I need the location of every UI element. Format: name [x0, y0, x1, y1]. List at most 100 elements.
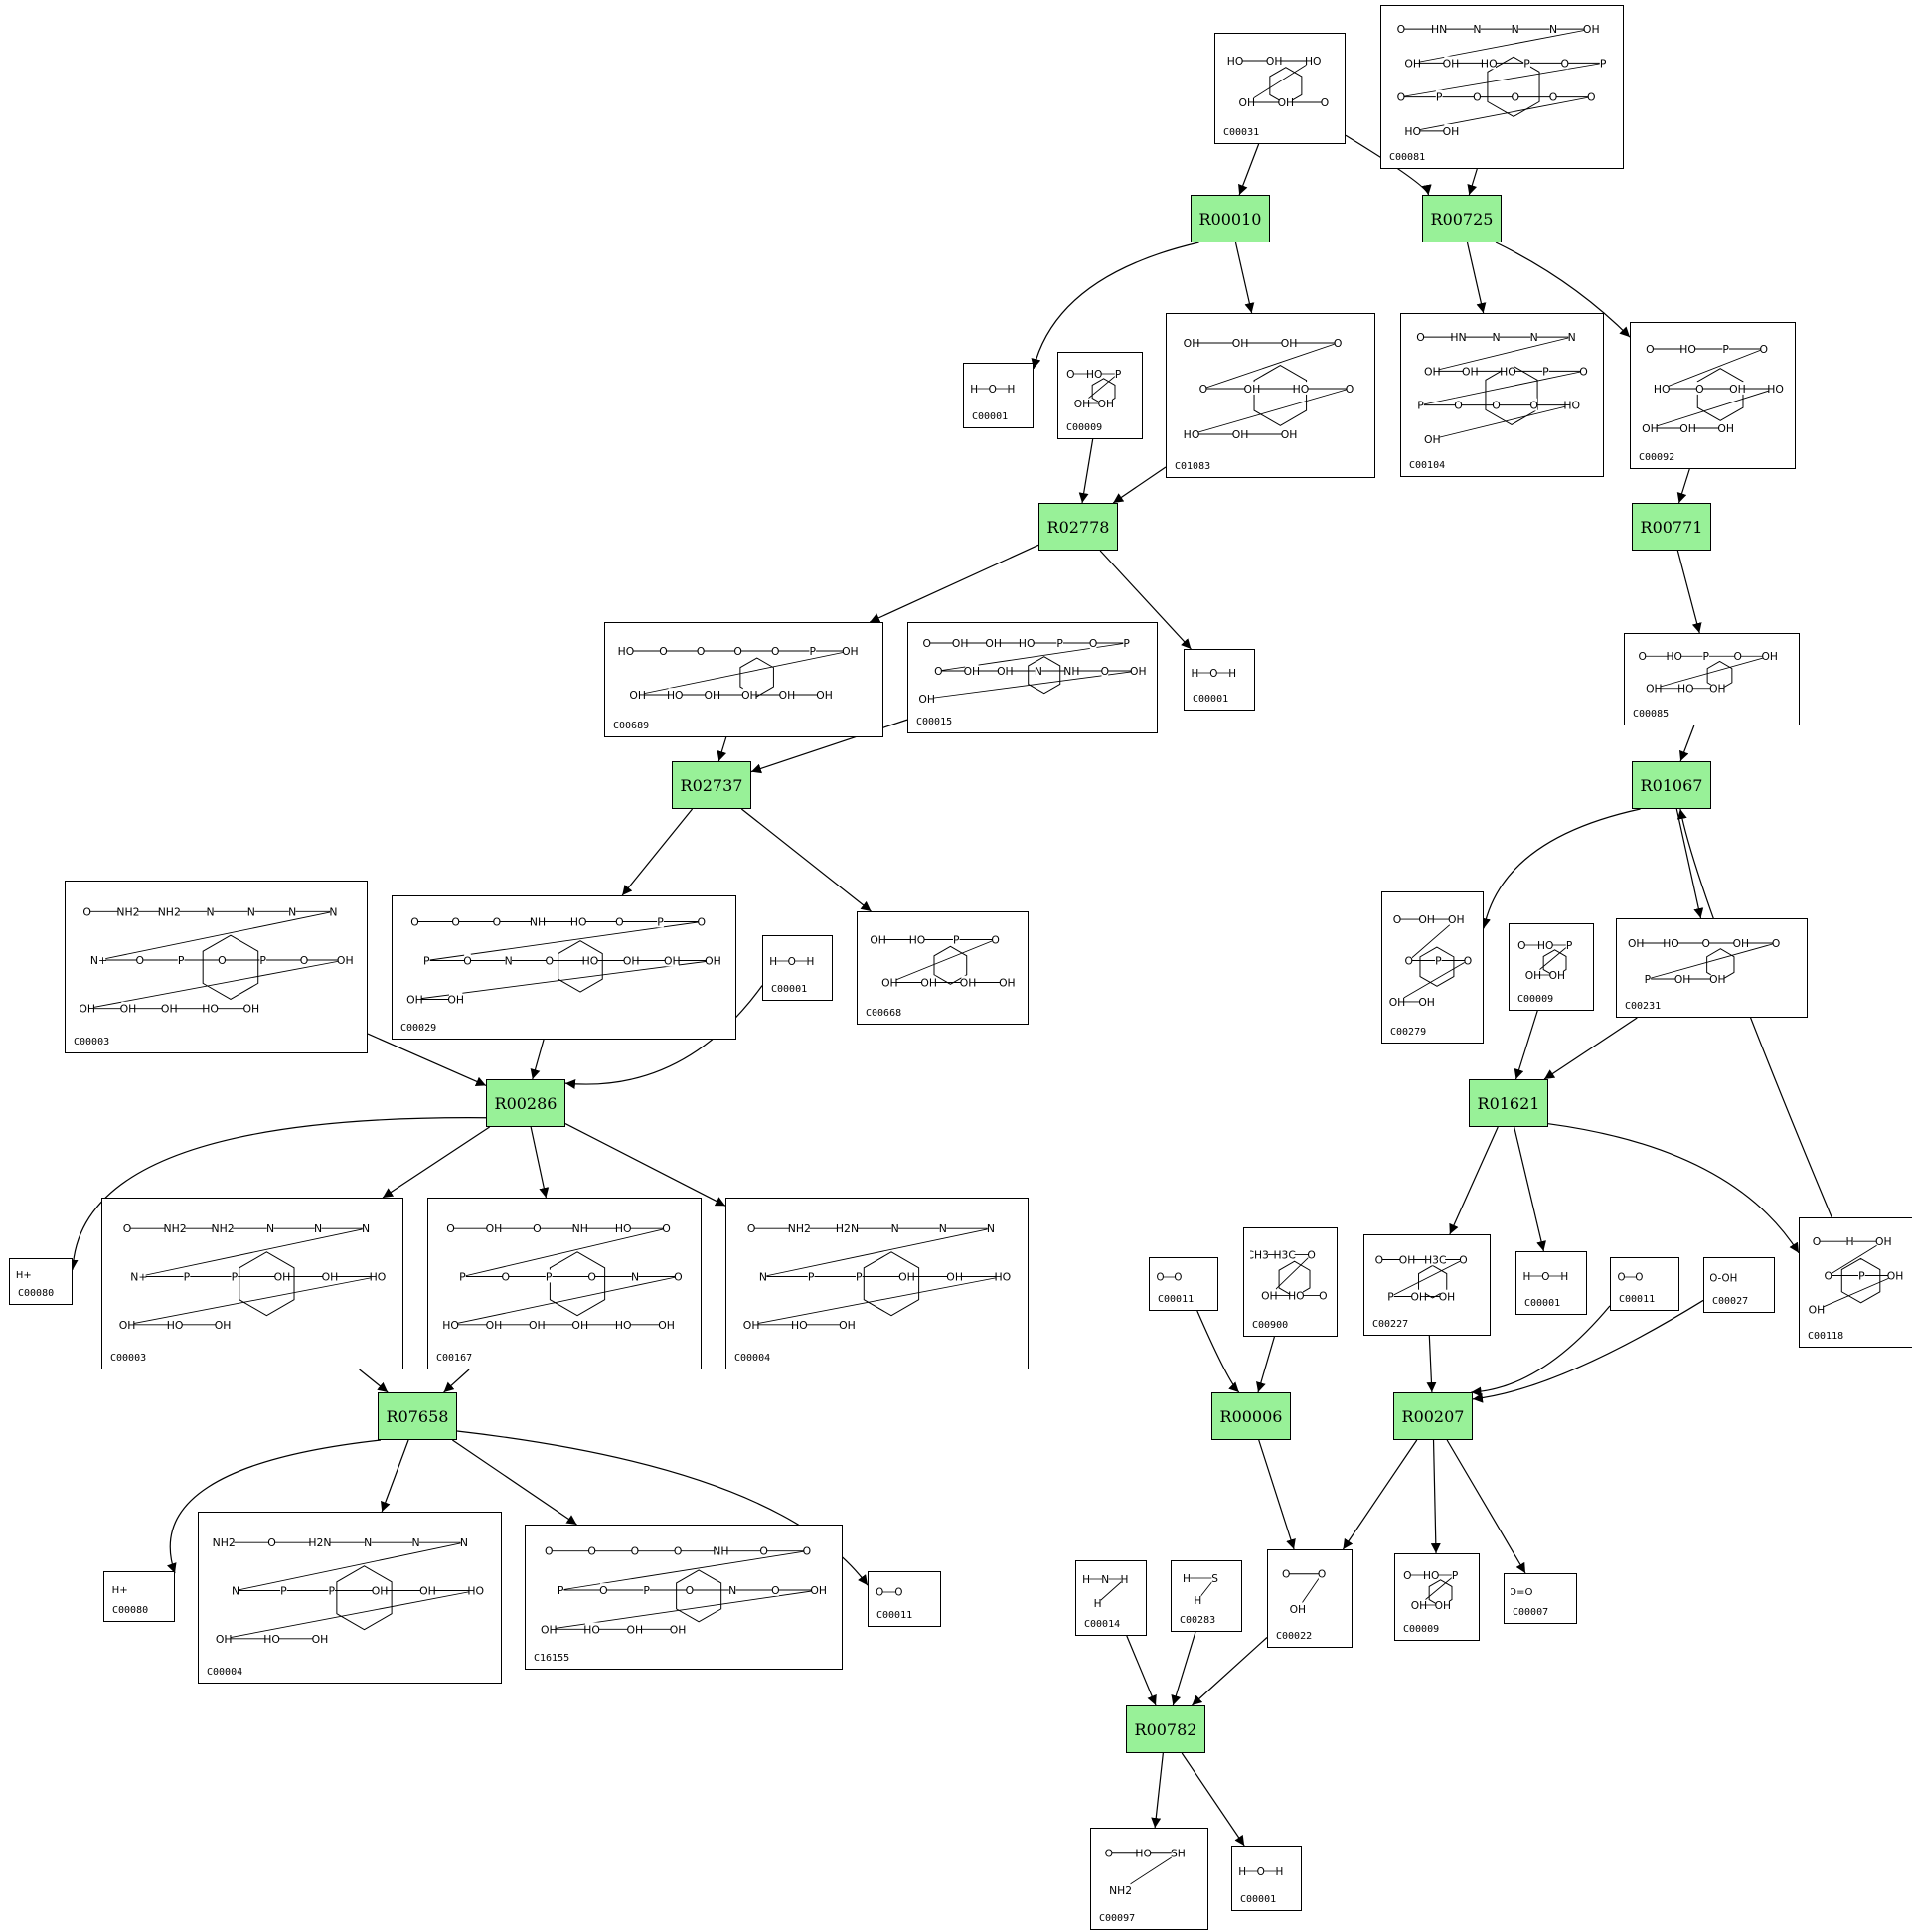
atom-label: OH	[920, 976, 937, 989]
atom-label: P	[1722, 343, 1729, 356]
atom-label: P	[178, 954, 185, 967]
reaction-node-r00771[interactable]: R00771	[1632, 503, 1711, 551]
compound-id-label: C00022	[1276, 1631, 1313, 1642]
reaction-node-r00286[interactable]: R00286	[486, 1079, 565, 1127]
atom-label: O	[771, 645, 779, 658]
edge-r00782-to-c00001e	[1181, 1752, 1245, 1847]
compound-id-label: C00167	[436, 1353, 473, 1364]
compound-id-label: C00001	[1524, 1298, 1561, 1309]
compound-node-c00080a[interactable]: H+C00080	[9, 1258, 73, 1305]
atom-label: HO	[615, 1222, 632, 1235]
atom-label: OH	[1875, 1235, 1892, 1248]
reaction-node-r01067[interactable]: R01067	[1632, 761, 1711, 809]
edge-r00010-to-c00001a	[1031, 242, 1199, 370]
atom-label: OH	[1130, 665, 1147, 678]
structure-drawing: H+	[16, 1265, 66, 1284]
atom-label: O	[82, 905, 91, 918]
atom-label: N	[728, 1584, 736, 1597]
reaction-node-r02778[interactable]: R02778	[1038, 503, 1118, 551]
edge-r00771-to-c00085	[1676, 550, 1702, 634]
reaction-node-r00207[interactable]: R00207	[1393, 1392, 1473, 1440]
atom-label: N	[631, 1270, 639, 1283]
atom-label: P	[1600, 57, 1607, 70]
compound-id-label: C00231	[1625, 1001, 1662, 1012]
compound-id-label: C00015	[916, 717, 953, 727]
atom-label: OH	[1439, 1290, 1455, 1303]
reaction-node-r07658[interactable]: R07658	[378, 1392, 457, 1440]
edge-r00207-to-c00009c	[1430, 1439, 1441, 1554]
atom-label: OH	[1443, 125, 1460, 138]
compound-node-c00080b[interactable]: H+C00080	[103, 1571, 175, 1622]
atom-label: O	[1549, 91, 1558, 104]
compound-id-label: C00011	[1158, 1294, 1195, 1305]
atom-label: OH	[839, 1319, 856, 1332]
reaction-node-r00782[interactable]: R00782	[1126, 1705, 1205, 1753]
compound-node-c00900[interactable]: CH3H3COOHHOOC00900	[1243, 1227, 1338, 1337]
atom-label: OH	[743, 1319, 760, 1332]
atom-label: NH2	[788, 1222, 811, 1235]
reaction-node-r01621[interactable]: R01621	[1469, 1079, 1548, 1127]
atom-label: N	[362, 1222, 370, 1235]
reaction-node-r00010[interactable]: R00010	[1191, 195, 1270, 242]
atom-label: OH	[1583, 23, 1600, 36]
compound-id-label: C00001	[1193, 694, 1229, 705]
atom-label: HO	[1135, 1848, 1151, 1860]
atom-label: HO	[1404, 125, 1421, 138]
atom-label: NH2	[158, 905, 181, 918]
reaction-node-r02737[interactable]: R02737	[672, 761, 751, 809]
reaction-node-r00006[interactable]: R00006	[1211, 1392, 1291, 1440]
atom-label: O	[1397, 23, 1406, 36]
edge-c00009a-to-r02778	[1078, 438, 1094, 504]
atom-label: OH	[1278, 96, 1295, 109]
reaction-node-r00725[interactable]: R00725	[1422, 195, 1502, 242]
atom-label: P	[1858, 1269, 1865, 1282]
atom-label: OH	[629, 689, 646, 702]
compound-id-label: C00900	[1252, 1320, 1289, 1331]
atom-label: N	[247, 905, 255, 918]
atom-label: N	[266, 1222, 274, 1235]
atom-label: OH	[1762, 650, 1778, 663]
